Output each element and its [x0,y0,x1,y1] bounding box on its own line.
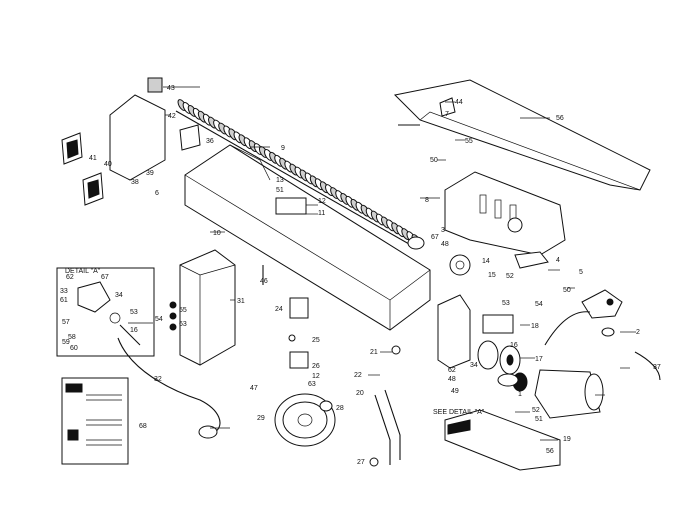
feed-screw [175,99,425,250]
callout-64: 61 [60,297,68,304]
see-detail-note: SEE DETAIL "A" [433,409,485,416]
callout-22: 22 [354,372,362,379]
callout-10: 10 [213,230,221,237]
callout-63b: 63 [308,381,316,388]
callout-21: 21 [370,349,378,356]
callout-24: 24 [275,306,283,313]
callout-62b: 62 [66,274,74,281]
callout-1: 1 [518,391,522,398]
top-cover [393,79,651,191]
chute [179,249,236,366]
callout-41: 41 [89,155,97,162]
callout-56b: 56 [546,448,554,455]
callout-11: 11 [318,210,325,217]
callout-18: 18 [531,323,539,330]
callout-12: 12 [318,198,326,205]
callout-50b: 50 [563,287,571,294]
callout-57: 57 [62,319,70,326]
callout-29: 29 [257,415,265,422]
switch-plates [61,132,104,206]
top-left-bracket [109,77,201,181]
callout-28: 28 [336,405,344,412]
callout-51b: 51 [535,416,543,423]
callout-62: 62 [448,367,456,374]
callout-38: 38 [131,179,139,186]
idler-pulleys [437,294,521,387]
callout-19: 19 [563,436,571,443]
motor [512,369,604,419]
power-cord [117,337,221,439]
callout-42: 42 [168,113,176,120]
callout-53b: 53 [130,309,138,316]
callout-6: 6 [155,190,159,197]
callout-48: 48 [441,241,449,248]
callout-31: 31 [237,298,245,305]
callout-15: 15 [488,272,496,279]
callout-49: 49 [451,388,459,395]
callout-67b: 67 [101,274,109,281]
callout-5: 5 [579,269,583,276]
callout-34: 34 [470,362,478,369]
callout-14: 14 [482,258,490,265]
right-bracket [544,289,661,381]
callout-labels: 43 42 44 7 55 56 36 9 50 41 40 39 38 13 … [60,85,661,466]
callout-67: 67 [431,234,439,241]
callout-27: 27 [357,459,365,466]
callout-60: 60 [70,345,78,352]
callout-68: 68 [139,423,147,430]
callout-34b: 34 [115,292,123,299]
warning-label [61,377,129,465]
callout-47: 47 [250,385,258,392]
detail-a-title: DETAIL "A" [65,268,101,275]
callout-63: 63 [179,321,187,328]
callout-20: 20 [356,390,364,397]
callout-40: 40 [104,161,112,168]
callout-55c: 55 [179,307,187,314]
callout-52: 52 [506,273,514,280]
callout-7: 7 [445,111,449,118]
callout-54: 54 [535,301,543,308]
callout-8: 8 [425,197,429,204]
callout-2: 2 [636,329,640,336]
callout-53: 53 [502,300,510,307]
callout-46: 46 [260,278,268,285]
motor-mount [444,409,561,471]
callout-59: 59 [62,339,70,346]
callout-9: 9 [281,145,285,152]
callout-44: 44 [455,99,463,106]
callout-32: 32 [154,376,162,383]
callout-58: 58 [68,334,76,341]
gear-housing [444,171,566,276]
leader-lines [128,86,636,441]
callout-54b: 54 [155,316,163,323]
callout-33: 33 [60,288,68,295]
callout-48b: 48 [448,376,456,383]
callout-52b: 52 [532,407,540,414]
detail-a-box [56,267,155,357]
callout-43: 43 [167,85,175,92]
callout-13: 13 [276,177,284,184]
callout-51: 51 [276,187,284,194]
lower-frame-leg [369,389,401,467]
callout-25: 25 [312,337,320,344]
callout-50: 50 [430,157,438,164]
callout-36: 36 [206,138,214,145]
pulley-wheel [274,393,336,447]
callout-26: 26 [312,363,320,370]
callout-39: 39 [146,170,154,177]
callout-16: 16 [510,342,518,349]
callout-4: 4 [556,257,560,264]
callout-16c: 16 [130,327,138,334]
callout-17: 17 [535,356,543,363]
small-parts [169,97,549,369]
callout-37: 37 [653,364,661,371]
callout-12b: 12 [312,373,320,380]
main-beam [184,144,431,331]
callout-56: 56 [556,115,564,122]
callout-3: 3 [441,227,445,234]
callout-55: 55 [465,138,473,145]
